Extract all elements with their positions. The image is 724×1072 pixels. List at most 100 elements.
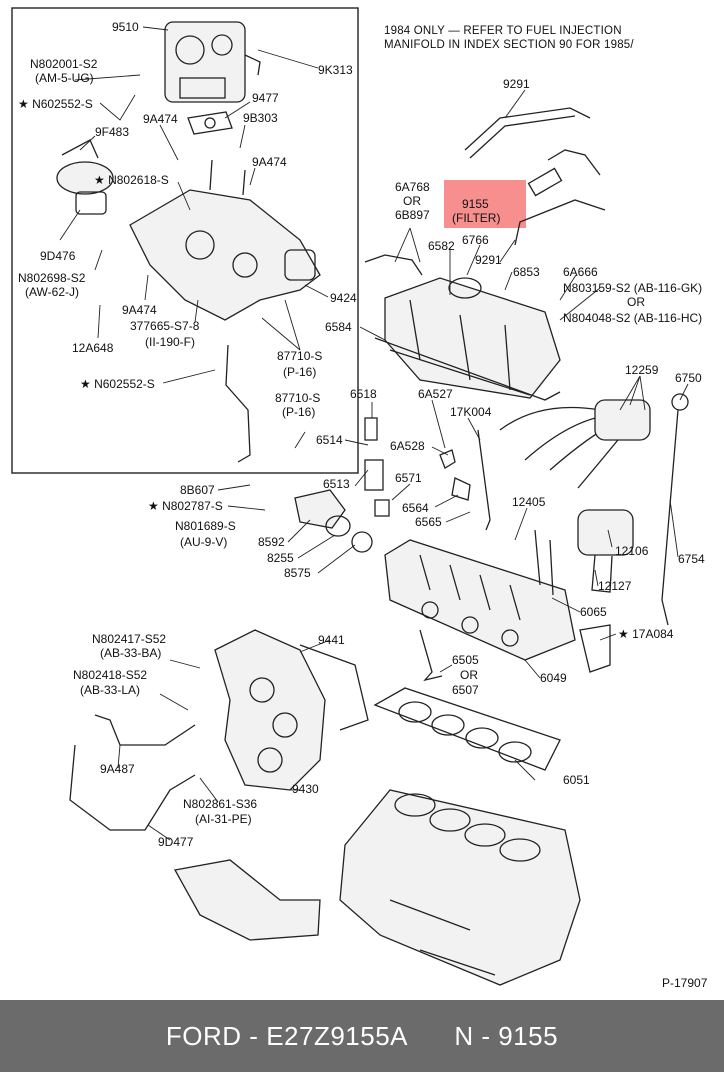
label-12a648: 12A648 [72, 341, 114, 355]
label-p-16-a: (P-16) [283, 365, 316, 379]
label-6065: 6065 [580, 605, 607, 619]
exhaust-manifold [214, 629, 326, 791]
label-6518: 6518 [350, 387, 377, 401]
label-6582: 6582 [428, 239, 455, 253]
label-87710-a: 87710-S [277, 349, 322, 363]
label-6505: 6505 [452, 653, 479, 667]
label-8255: 8255 [267, 551, 294, 565]
filter-highlight [444, 180, 526, 228]
label-6051: 6051 [563, 773, 590, 787]
carburetor [164, 21, 261, 103]
label-9424: 9424 [330, 291, 357, 305]
exhaust-gasket [299, 644, 369, 731]
label-17k004: 17K004 [450, 405, 492, 419]
label-n602552-b: ★ N602552-S [80, 377, 155, 391]
label-6049: 6049 [540, 671, 567, 685]
label-9477: 9477 [252, 91, 279, 105]
label-ii-190-f: (II-190-F) [145, 335, 195, 349]
label-n802001: N802001-S2 [30, 57, 98, 71]
thermostat-housing [294, 489, 373, 553]
footer-ref-number: N - 9155 [454, 1020, 559, 1051]
label-6514: 6514 [316, 433, 343, 447]
label-6564: 6564 [402, 501, 429, 515]
carb-gasket [187, 111, 233, 135]
label-12405: 12405 [512, 495, 546, 509]
label-n801689: N801689-S [175, 519, 236, 533]
label-9k313: 9K313 [318, 63, 353, 77]
head-bolts [534, 529, 554, 596]
label-9430: 9430 [292, 782, 319, 796]
label-12259: 12259 [625, 363, 659, 377]
label-6513: 6513 [323, 477, 350, 491]
label-9291-b: 9291 [475, 253, 502, 267]
label-n803159: N803159-S2 (AB-116-GK) [563, 281, 702, 295]
label-9291-a: 9291 [503, 77, 530, 91]
heat-shield [173, 859, 321, 941]
label-ab-33-la: (AB-33-LA) [80, 683, 140, 697]
fuel-lines [464, 107, 606, 246]
label-n802787: ★ N802787-S [148, 499, 223, 513]
label-am-5-ug: (AM-5-UG) [35, 71, 94, 85]
valve-cover [384, 277, 561, 399]
spark-plug-wires [499, 399, 651, 489]
note-line-2: MANIFOLD IN INDEX SECTION 90 FOR 1985/ [384, 39, 634, 51]
label-au-9-v: (AU-9-V) [180, 535, 227, 549]
note-line-1: 1984 ONLY — REFER TO FUEL INJECTION [384, 25, 622, 37]
label-12106: 12106 [615, 544, 649, 558]
label-or-1: OR [403, 194, 421, 208]
label-9510: 9510 [112, 20, 139, 34]
label-6754: 6754 [678, 552, 705, 566]
label-9a487: 9A487 [100, 762, 135, 776]
label-12127: 12127 [598, 579, 632, 593]
label-or-3: OR [460, 668, 478, 682]
dipstick [661, 393, 689, 626]
label-9b303: 9B303 [243, 111, 278, 125]
label-6750: 6750 [675, 371, 702, 385]
label-6a768: 6A768 [395, 180, 430, 194]
distributor [577, 509, 634, 593]
footer-separator: - [241, 1020, 267, 1051]
rocker-arm-parts [364, 417, 491, 531]
footer-brand: FORD [165, 1020, 242, 1051]
label-9d476: 9D476 [40, 249, 76, 263]
exploded-parts-diagram: 9510 9K313 N802001-S2 (AM-5-UG) ★ N60255… [11, 7, 708, 990]
pcv-hose [364, 254, 423, 276]
label-87710-b: 87710-S [275, 391, 320, 405]
part-labels: 9510 9K313 N802001-S2 (AM-5-UG) ★ N60255… [18, 20, 708, 990]
label-6584: 6584 [325, 320, 352, 334]
label-n602552-a: ★ N602552-S [18, 97, 93, 111]
label-filter: (FILTER) [452, 211, 500, 225]
label-9a474-a: 9A474 [143, 112, 178, 126]
label-6565: 6565 [415, 515, 442, 529]
label-9f483: 9F483 [95, 125, 129, 139]
label-n802418: N802418-S52 [73, 668, 147, 682]
label-6571: 6571 [395, 471, 422, 485]
valve-cover-gasket [374, 337, 561, 401]
label-n802698: N802698-S2 [18, 271, 86, 285]
label-9d477: 9D477 [158, 835, 194, 849]
label-or-2: OR [627, 295, 645, 309]
footer-gap [408, 1021, 454, 1052]
egr-tube [225, 344, 251, 463]
intake-manifold [129, 159, 321, 321]
label-n804048: N804048-S2 (AB-116-HC) [563, 311, 702, 325]
label-6b897: 6B897 [395, 208, 430, 222]
part-number-footer: FORD - E27Z9155A N - 9155 [0, 1000, 724, 1072]
head-gasket [373, 687, 561, 771]
label-ai-31-pe: (AI-31-PE) [195, 812, 252, 826]
label-17a084: ★ 17A084 [618, 627, 674, 641]
label-6853: 6853 [513, 265, 540, 279]
label-p-16-b: (P-16) [282, 405, 315, 419]
footer-part-number: E27Z9155A [266, 1020, 409, 1051]
label-n802417: N802417-S52 [92, 632, 166, 646]
label-9155: 9155 [462, 197, 489, 211]
leader-lines [59, 26, 689, 841]
inset-frame [11, 7, 359, 474]
label-8575: 8575 [284, 566, 311, 580]
cylinder-block [339, 789, 581, 986]
label-8592: 8592 [258, 535, 285, 549]
label-9a474-b: 9A474 [252, 155, 287, 169]
label-377665: 377665-S7-8 [130, 319, 200, 333]
fuel-pump [56, 139, 114, 215]
label-6a528: 6A528 [390, 439, 425, 453]
